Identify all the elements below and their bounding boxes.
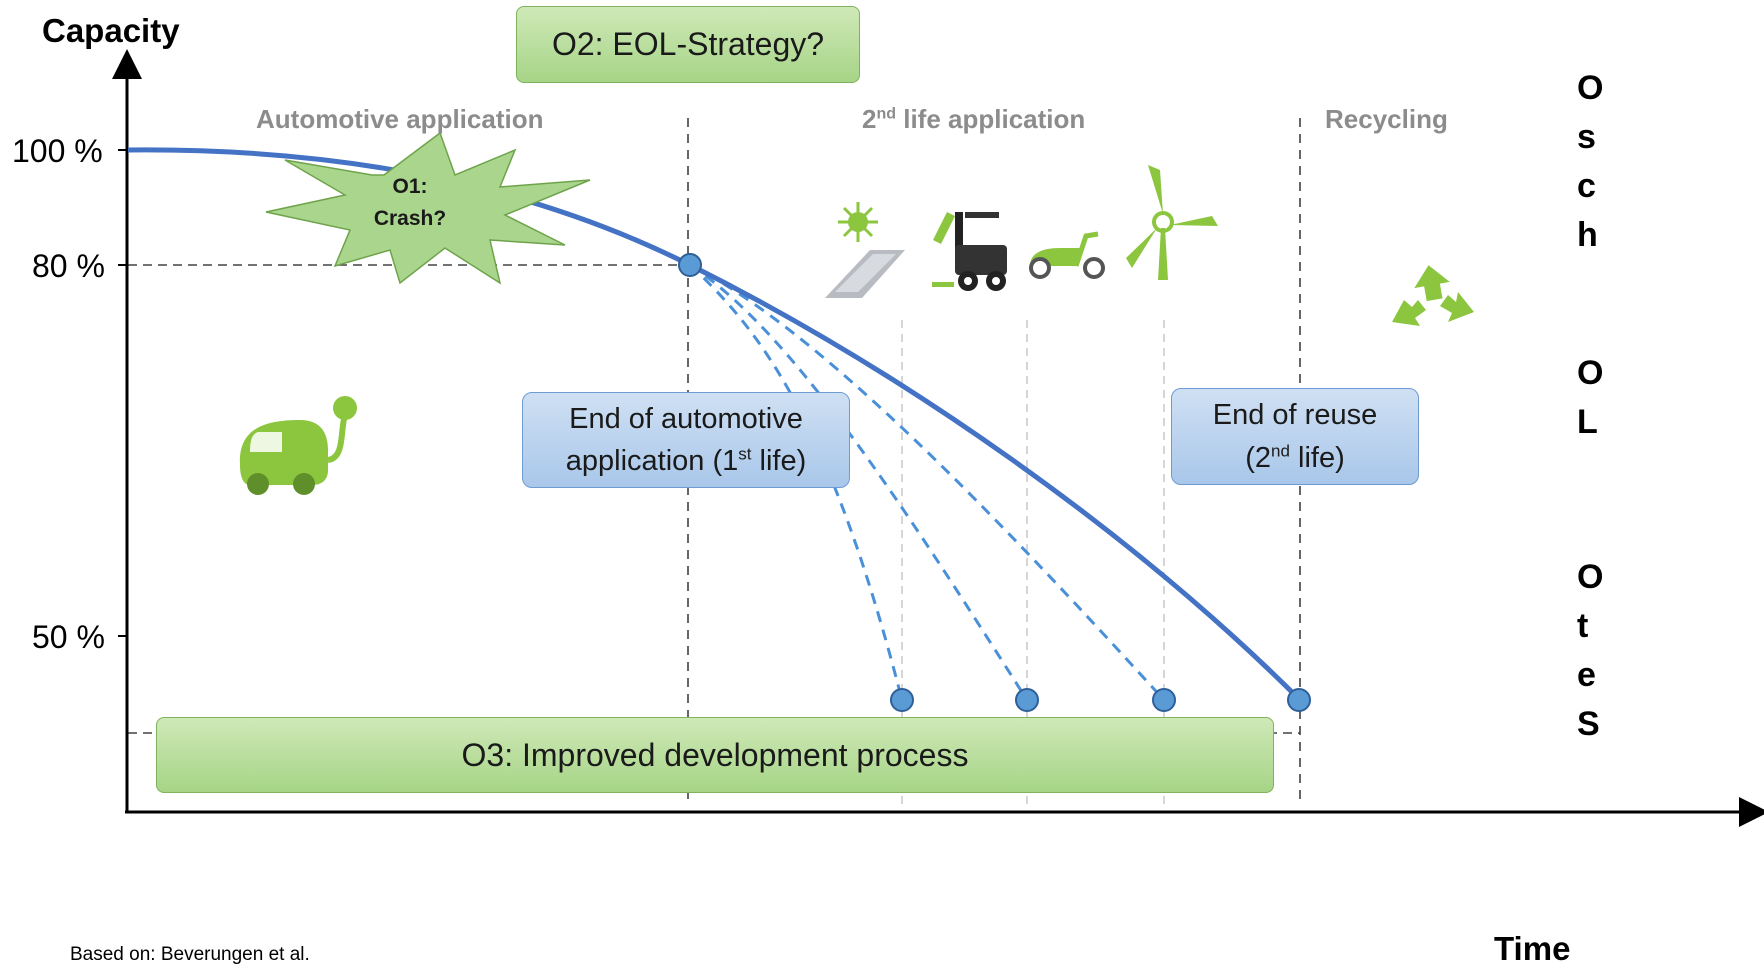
end-automotive-line-2-pre: application (1 [565,445,739,477]
electric-car-icon [239,396,357,495]
side-fragment: c [1577,167,1596,205]
side-fragment: S [1577,705,1600,743]
capacity-curve [127,147,1302,702]
end-reuse-line-1: End of reuse [1212,399,1378,432]
end-scenario-marker-2 [1015,688,1039,712]
side-text-group-1: O s c h [1577,64,1603,260]
y-tick-80: 80 % [32,248,105,284]
y-tick-50: 50 % [32,619,105,655]
wind-turbine-icon [1126,165,1218,280]
phase-second-life-number: 2 [862,104,877,134]
solar-panel-icon [825,202,905,298]
crash-starburst [265,131,591,285]
side-fragment: L [1577,403,1598,441]
end-reuse-line-2-post: life) [1289,441,1345,474]
side-fragment: s [1577,118,1596,156]
end-reuse-line-2-pre: (2 [1245,441,1272,474]
o1-line-1: O1: [392,175,428,198]
end-scenario-marker-1 [890,688,914,712]
y-tick-100: 100 % [12,133,103,169]
end-automotive-line-1: End of automotive [569,402,803,435]
side-fragment: t [1577,607,1589,645]
forklift-icon [932,212,1007,291]
o1-crash-label: O1: Crash? [340,171,480,235]
branch-curve-3 [689,263,1166,702]
end-reuse-box: End of reuse (2nd life) [1171,388,1419,485]
phase-automotive-label: Automotive application [256,104,544,134]
source-note: Based on: Beverungen et al. [70,944,310,965]
end-first-life-marker [678,253,702,277]
phase-second-life-rest: life application [896,104,1086,134]
phase-second-life-label: 2nd life application [862,104,1085,135]
o3-development-box: O3: Improved development process [156,717,1274,793]
side-fragment: e [1577,656,1596,694]
y-axis-title: Capacity [42,12,180,49]
end-reuse-line-2-sup: nd [1271,440,1290,460]
end-automotive-line-2-post: life) [751,445,807,477]
x-axis-title: Time [1494,930,1571,967]
side-text-group-3: O t e S [1577,553,1603,749]
end-reuse-line-2: (2nd life) [1213,437,1377,479]
end-scenario-marker-3 [1152,688,1176,712]
o2-eol-strategy-box: O2: EOL-Strategy? [516,6,860,83]
side-fragment: h [1577,216,1598,254]
end-second-life-marker [1287,688,1311,712]
end-automotive-box: End of automotive application (1st life) [522,392,850,488]
end-automotive-line-2-sup: st [738,444,752,464]
o3-label: O3: Improved development process [461,736,969,773]
side-fragment: O [1577,558,1604,596]
recycling-icon [1392,265,1474,326]
phase-second-life-sup: nd [876,105,897,123]
phase-recycling-label: Recycling [1325,104,1448,134]
end-automotive-line-2: application (1st life) [566,440,807,482]
scooter-icon [1029,231,1105,279]
o2-label: O2: EOL-Strategy? [551,26,825,62]
side-fragment: O [1577,354,1604,392]
side-text-group-2: O L [1577,349,1603,447]
o1-line-2: Crash? [373,207,447,230]
side-fragment: O [1577,69,1604,107]
